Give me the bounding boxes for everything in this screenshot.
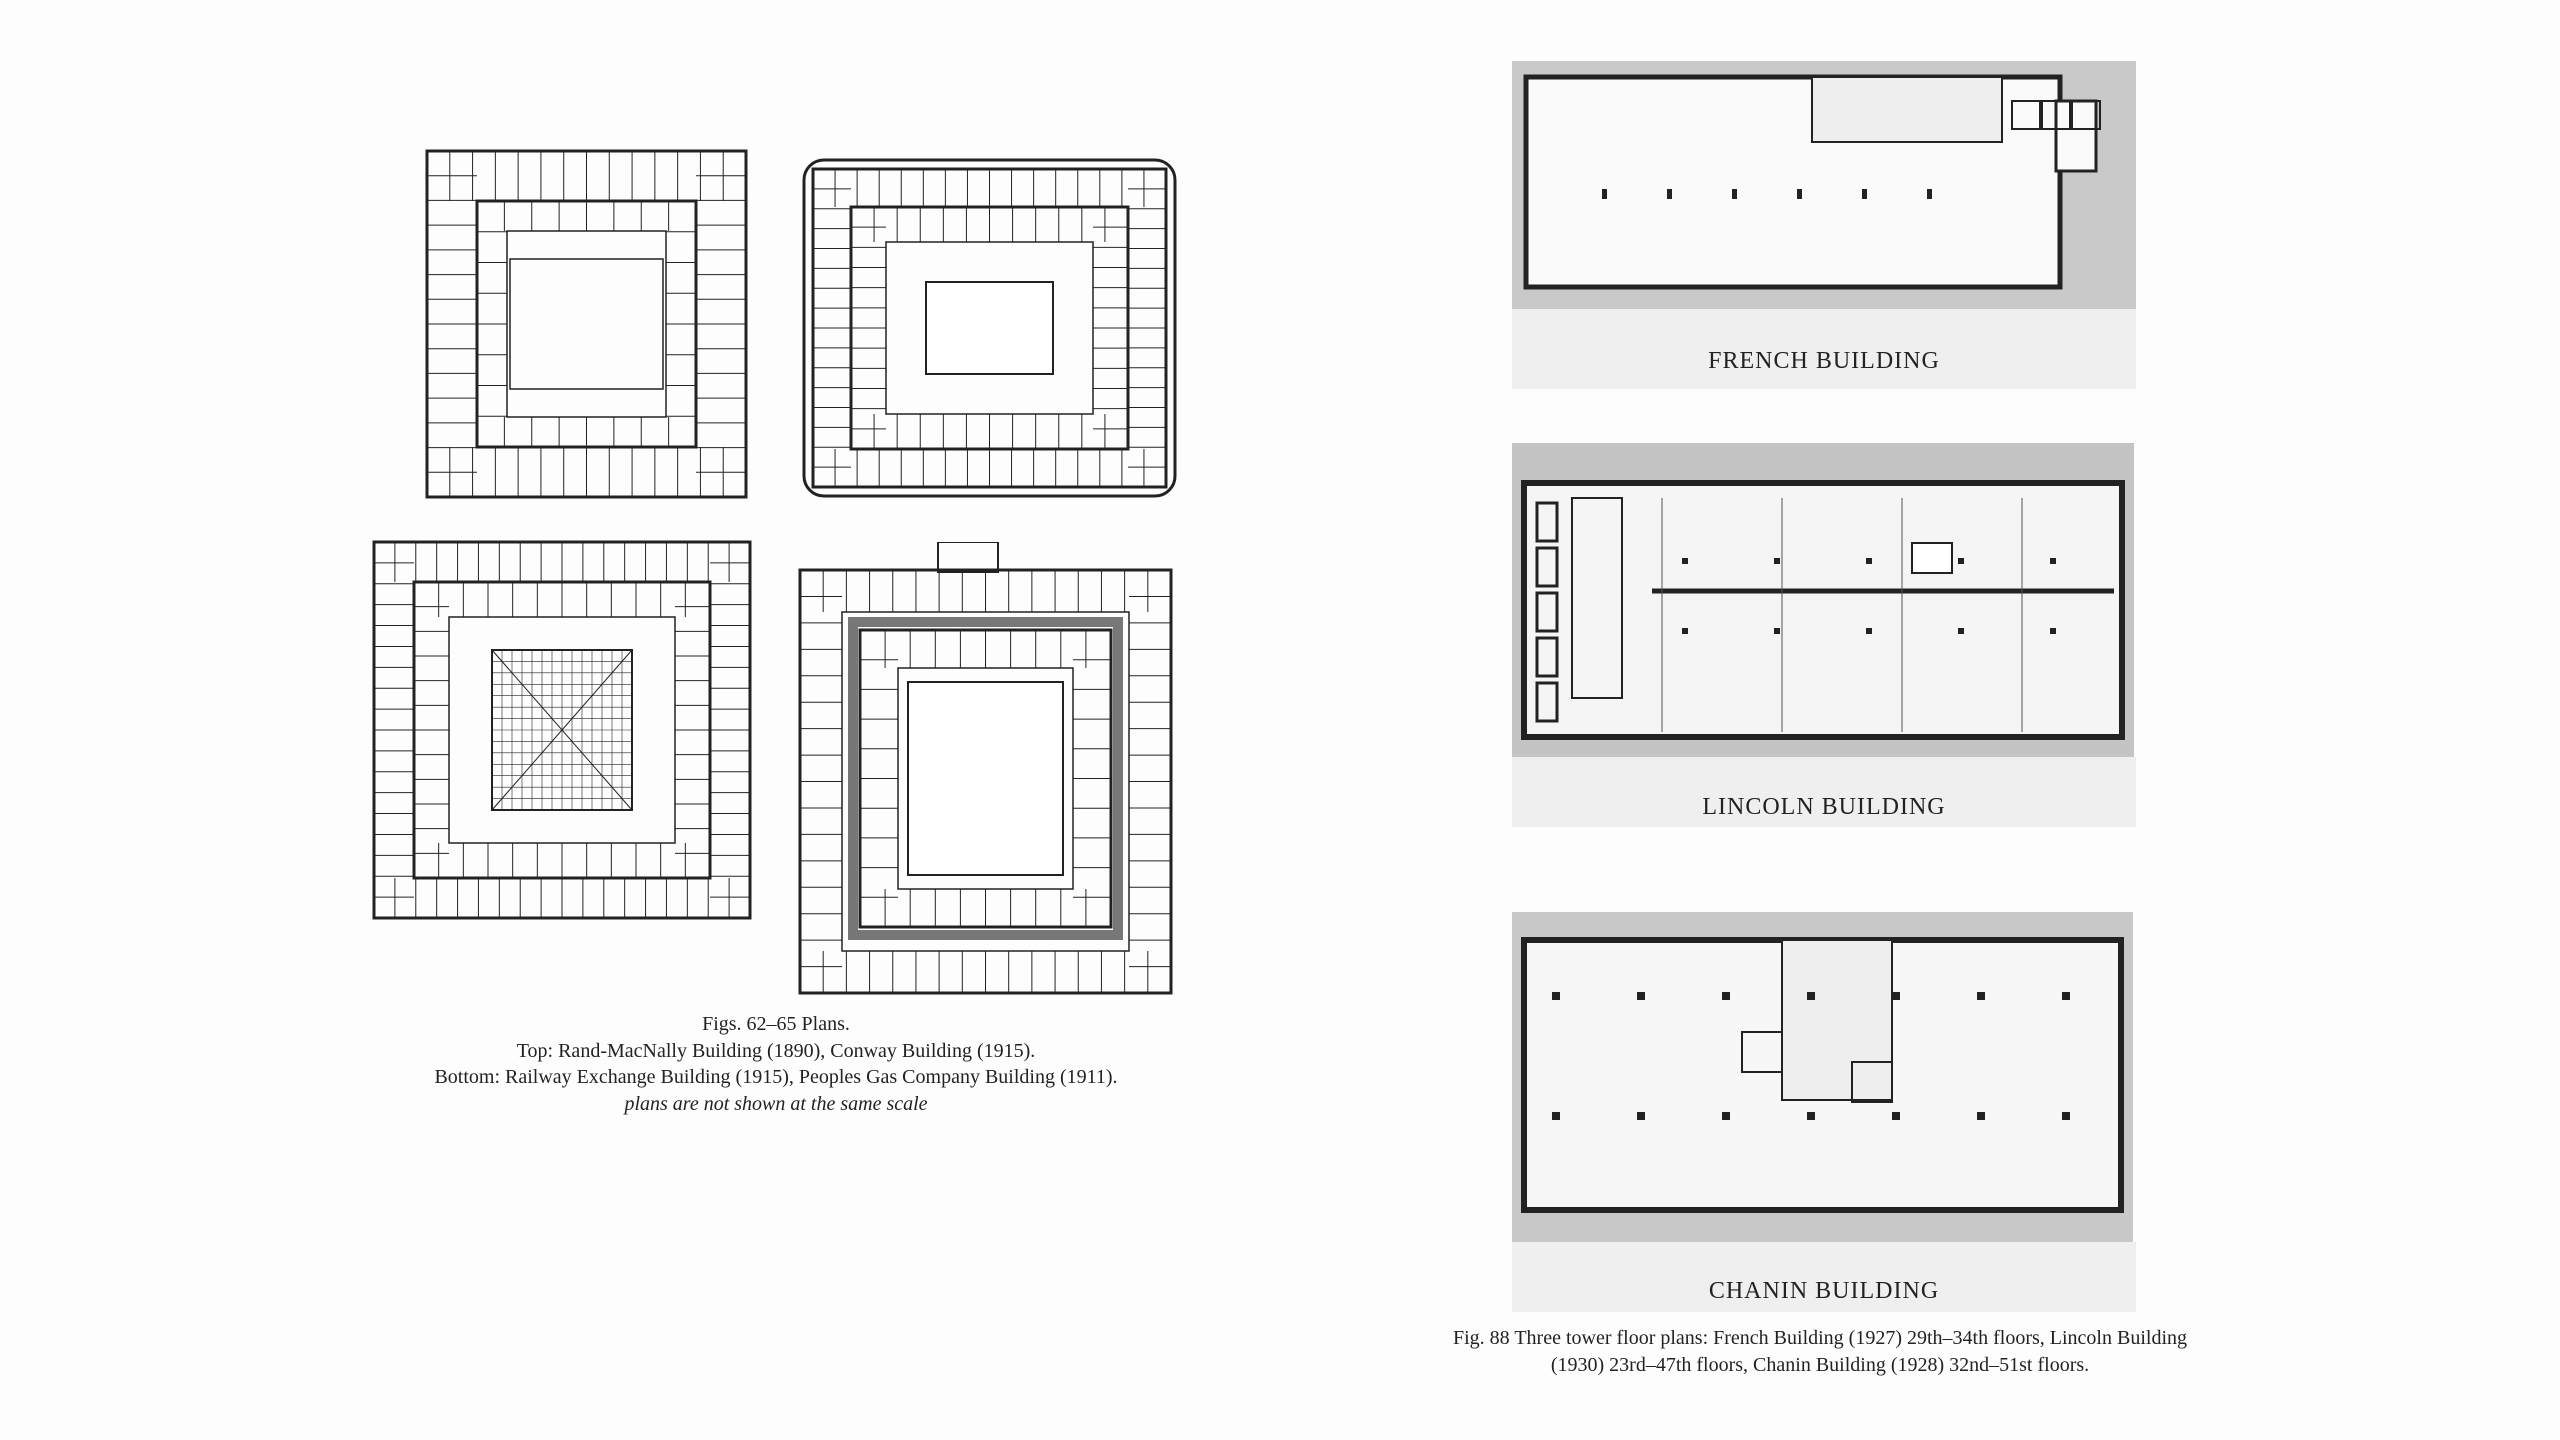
plan-line [1535,591,1559,633]
column [2050,628,2056,634]
column [1927,189,1932,199]
column [1892,992,1900,1000]
column [2062,992,2070,1000]
plan-line [2054,99,2098,173]
caption-line: Fig. 88 Three tower floor plans: French … [1453,1327,2187,1349]
caption-note: plans are not shown at the same scale [624,1092,928,1115]
column [1862,189,1867,199]
plan-line [907,681,1064,876]
plan-line [848,617,1123,940]
column [1958,558,1964,564]
fig-88-caption: Fig. 88 Three tower floor plans: French … [1420,1325,2220,1378]
column [1682,628,1688,634]
print-shadow [1512,757,2136,827]
column [1774,628,1780,634]
column [1667,189,1672,199]
plan-line [1571,497,1623,699]
column [1637,992,1645,1000]
plan-line [937,542,999,573]
column [1774,558,1780,564]
chanin-building-plan [1512,912,2133,1242]
plan-line [1523,74,2063,290]
peoples-gas-plan [798,542,1173,995]
column [1722,992,1730,1000]
column [2050,558,2056,564]
column [1958,628,1964,634]
column [1602,189,1607,199]
plan-line [509,258,664,390]
column [1866,628,1872,634]
column [1807,992,1815,1000]
column [1866,558,1872,564]
plan-line [1851,1061,1893,1103]
plan-line [1535,501,1559,543]
figs-62-65-caption: Figs. 62–65 Plans. Top: Rand-MacNally Bu… [376,1011,1176,1117]
railway-exchange-plan [372,540,752,920]
plan-line [925,281,1054,375]
caption-line: Figs. 62–65 Plans. [702,1013,850,1035]
plan-line [2041,100,2071,130]
lincoln-building-plan [1512,443,2134,757]
column [1722,1112,1730,1120]
caption-line: Bottom: Railway Exchange Building (1915)… [434,1066,1118,1088]
caption-line: Top: Rand-MacNally Building (1890), Conw… [516,1039,1036,1062]
conway-plan [801,157,1178,499]
plan-line [1535,546,1559,588]
column [1977,1112,1985,1120]
column [1797,189,1802,199]
print-shadow [1512,1242,2136,1312]
plan-line [2011,100,2041,130]
lincoln-building-label: LINCOLN BUILDING [1702,794,1946,820]
caption-line: (1930) 23rd–47th floors, Chanin Building… [1550,1353,2090,1376]
french-building-label: FRENCH BUILDING [1708,348,1940,374]
plan-line [491,649,633,811]
column [1892,1112,1900,1120]
column [1682,558,1688,564]
plan-line [1741,1031,1783,1073]
column [1807,1112,1815,1120]
column [2062,1112,2070,1120]
chanin-building-label: CHANIN BUILDING [1708,1278,1940,1304]
column [1977,992,1985,1000]
plan-line [1911,542,1953,574]
plan-line [2071,100,2101,130]
column [1732,189,1737,199]
french-building-plan [1512,61,2136,309]
print-shadow [1512,309,2136,389]
column [1552,1112,1560,1120]
column [1552,992,1560,1000]
plan-line [1781,939,1893,1101]
plan-line [802,158,1177,498]
column [1637,1112,1645,1120]
plan-line [1811,76,2003,143]
rand-macnally-plan [425,149,748,499]
plan-line [1535,636,1559,678]
plan-line [1535,681,1559,723]
